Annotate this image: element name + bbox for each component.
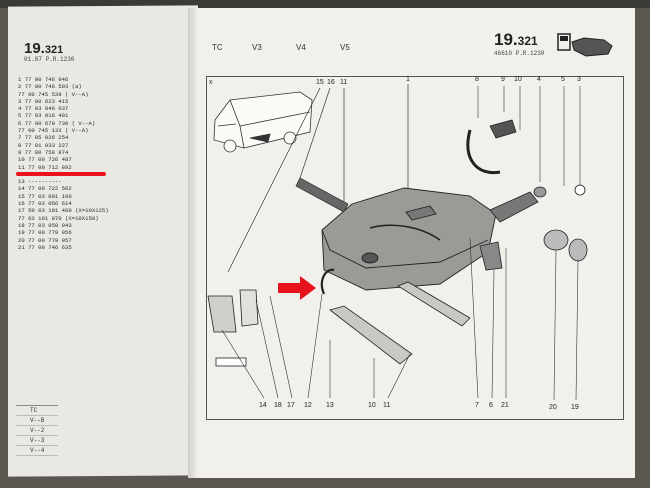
variant-row: V--3	[16, 436, 58, 446]
protection-strip	[295, 177, 349, 213]
callout-21: 21	[501, 402, 509, 409]
callout-11: 11	[340, 79, 348, 86]
parts-list: 1 77 00 746 946 2 77 00 746 503 (a) 77 0…	[18, 76, 188, 251]
column-header-tc: TC	[212, 43, 223, 52]
red-arrow-icon	[278, 276, 316, 300]
parts-row: 3 77 00 623 415	[18, 97, 69, 105]
callout-12: 12	[304, 402, 312, 409]
parts-row: 10 77 00 726 487	[18, 156, 72, 164]
parts-row: 11 77 00 712 892	[18, 163, 72, 171]
x-marker: x	[209, 79, 213, 86]
callout-8: 8	[475, 76, 479, 83]
right-page-subref: 46610 P.R.1230	[494, 50, 545, 57]
parts-row: 18 77 03 058 043	[18, 221, 72, 229]
callout-7: 7	[475, 402, 479, 409]
parts-row: 77 03 101 070 (X=10X150)	[18, 214, 99, 222]
parts-row: 77 00 745 133 ( V--A)	[18, 127, 89, 135]
parts-row: 17 50 03 101 460 (X=10X125)	[18, 207, 109, 215]
parts-row: 1 77 00 746 946	[18, 76, 69, 83]
callout-9: 9	[501, 76, 505, 83]
parts-row: 7 77 05 026 254	[18, 134, 69, 142]
parts-row: 20 77 00 779 957	[18, 236, 72, 244]
parts-row: 14 77 00 722 562	[18, 185, 72, 193]
callout-15: 15	[316, 79, 324, 86]
variant-row: V--4	[16, 446, 58, 456]
callout-19: 19	[571, 404, 579, 411]
parts-row: 5 77 03 016 401	[18, 112, 69, 120]
tank-straps	[329, 281, 471, 365]
callout-4: 4	[537, 76, 541, 83]
callout-3: 3	[577, 76, 581, 83]
variant-row: V--2	[16, 426, 58, 436]
callout-1: 1	[406, 76, 410, 83]
callout-13: 13	[326, 402, 334, 409]
mounting-bracket	[207, 289, 259, 367]
parts-row: 16 77 03 056 614	[18, 200, 72, 208]
callout-17: 17	[287, 402, 295, 409]
vent-pipe	[320, 268, 335, 295]
column-header-v4: V4	[296, 43, 306, 52]
diagram-frame	[206, 76, 624, 420]
callout-6: 6	[489, 402, 493, 409]
callout-14: 14	[259, 402, 267, 409]
callout-20: 20	[549, 404, 557, 411]
right-page-reference: 19.321	[494, 30, 538, 49]
callout-10-bottom: 10	[368, 402, 376, 409]
parts-row: 6 77 00 670 730 ( V--A)	[18, 119, 96, 127]
column-header-v5: V5	[340, 43, 350, 52]
callout-11-bottom: 11	[383, 402, 391, 409]
parts-row: 21 77 00 746 635	[18, 243, 72, 251]
callout-18: 18	[274, 402, 282, 409]
parts-row: 4 77 03 046 037	[18, 105, 69, 113]
filler-neck-parts	[466, 119, 588, 271]
variant-table: TC V--B V--2 V--3 V--4	[16, 405, 58, 456]
parts-row: 9 77 00 759 874	[18, 148, 69, 156]
callout-16: 16	[327, 79, 335, 86]
van-illustration	[213, 91, 313, 153]
callout-10: 10	[514, 76, 522, 83]
parts-row: 15 77 03 001 160	[18, 192, 72, 200]
book-spine	[188, 8, 198, 478]
book-edge	[0, 0, 650, 8]
parts-row: 19 77 00 779 956	[18, 229, 72, 237]
left-page-subref: 01.87 P.R.1230	[24, 56, 75, 63]
parts-row: 2 77 00 746 503 (a)	[18, 83, 82, 91]
fuel-tank-icon	[557, 33, 613, 57]
variant-row: V--B	[16, 416, 58, 426]
parts-row: 13 ----------	[18, 178, 62, 186]
callout-5: 5	[561, 76, 565, 83]
left-page-reference: 19.321	[24, 40, 64, 57]
fuel-tank-body	[321, 187, 497, 291]
parts-row: 8 77 01 033 227	[18, 141, 69, 149]
red-highlight-underline	[16, 172, 106, 176]
parts-row: 77 00 745 539 ( V--A)	[18, 90, 89, 98]
column-header-v3: V3	[252, 43, 262, 52]
variant-row: TC	[16, 406, 58, 416]
